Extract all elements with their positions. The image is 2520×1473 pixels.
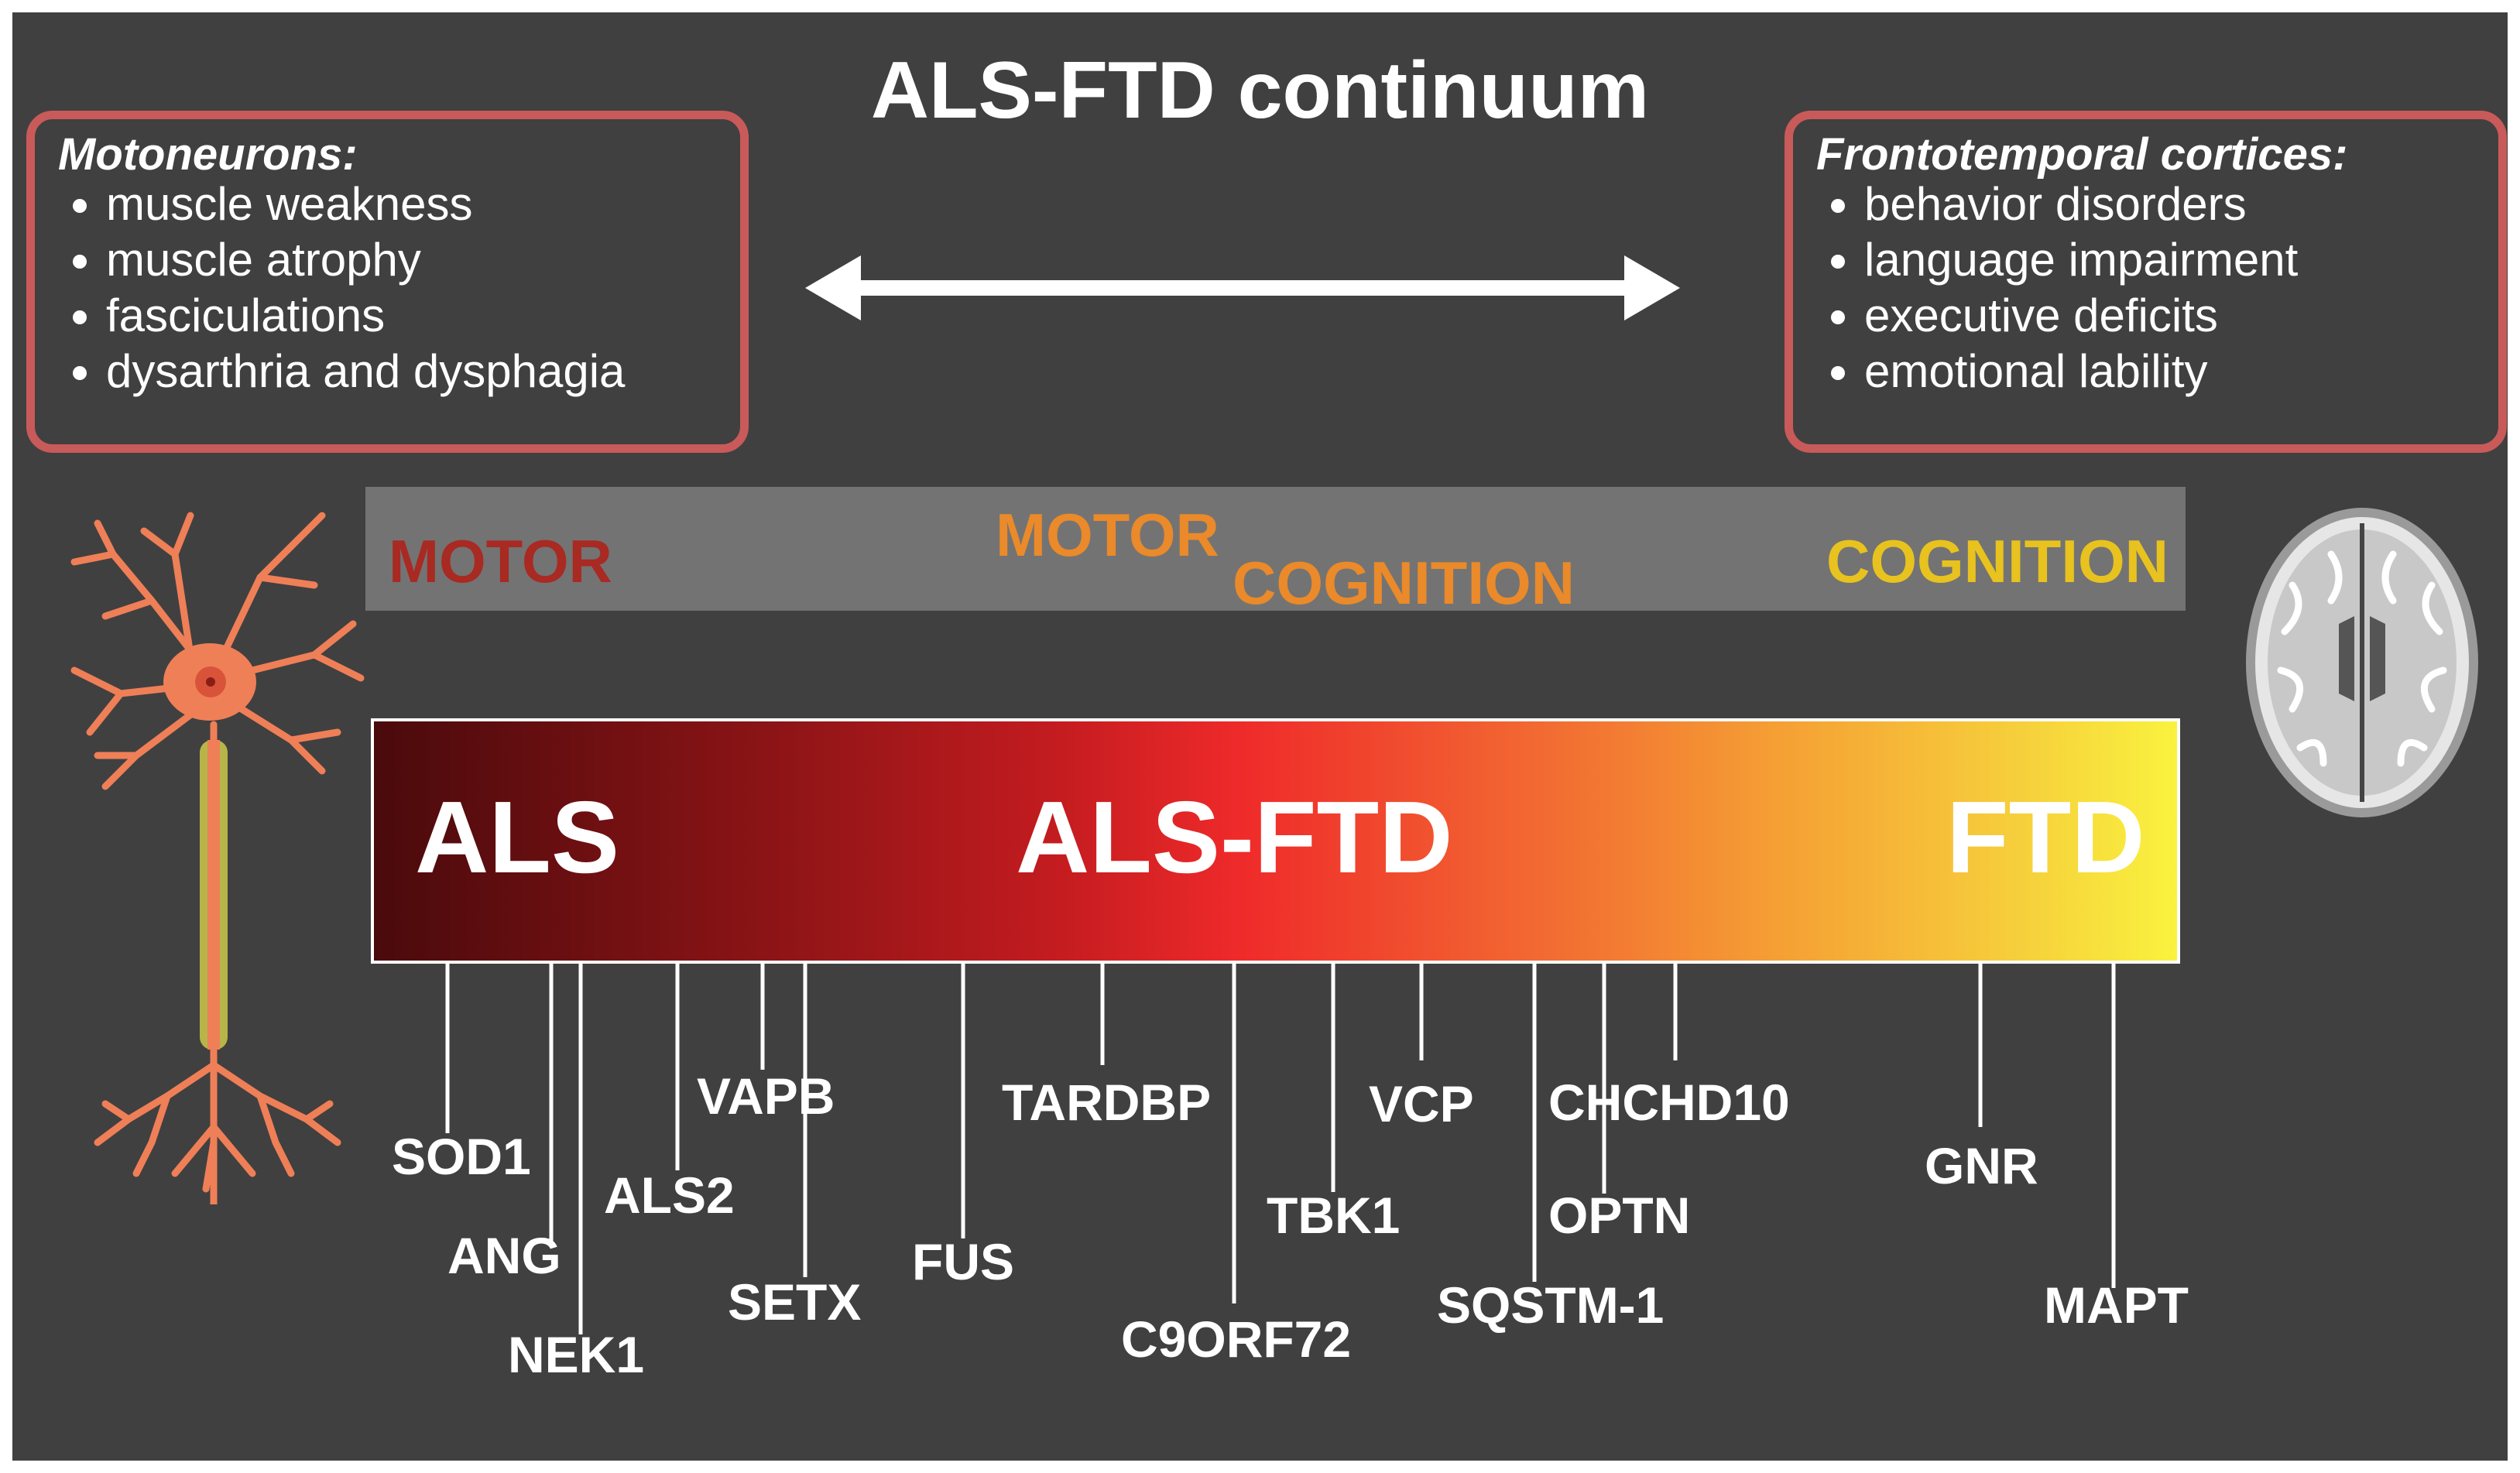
gene-label: ALS2 [604,1166,735,1224]
neuron-icon [70,512,365,1204]
list-item: fasciculations [106,288,625,344]
gene-label: SETX [728,1273,862,1331]
list-item: executive deficits [1864,288,2298,344]
list-item: muscle weakness [106,176,625,232]
motoneurons-box: Motoneurons: muscle weakness muscle atro… [26,111,749,453]
list-item: dysarthria and dysphagia [106,344,625,399]
list-item: language impairment [1864,232,2298,288]
gene-label: VCP [1369,1075,1474,1132]
frontotemporal-list: behavior disorders language impairment e… [1815,176,2298,399]
category-motor: MOTOR [389,527,612,595]
gene-label: NEK1 [508,1326,645,1383]
gene-label: SQSTM-1 [1437,1276,1665,1334]
gene-label: SOD1 [392,1128,531,1185]
category-motor-cognition-top: MOTOR [996,501,1219,569]
figure-panel: ALS-FTD continuum Motoneurons: muscle we… [12,12,2508,1461]
list-item: behavior disorders [1864,176,2298,232]
spectrum-label-ftd: FTD [1946,780,2145,894]
gene-label: CHCHD10 [1548,1074,1790,1131]
spectrum-label-als: ALS [415,780,619,894]
category-band [365,487,2186,611]
gene-label: MAPT [2044,1276,2189,1334]
brain-scan-icon [2246,508,2478,817]
gene-label: TBK1 [1267,1187,1401,1244]
figure-title: ALS-FTD continuum [870,46,1650,135]
gene-label: VAPB [697,1067,835,1125]
motoneurons-list: muscle weakness muscle atrophy fascicula… [57,176,625,399]
list-item: emotional lability [1864,344,2298,399]
spectrum-label-als-ftd: ALS-FTD [1016,780,1453,894]
list-item: muscle atrophy [106,232,625,288]
disease-spectrum-bar [371,718,2180,964]
gene-label: TARDBP [1002,1074,1212,1131]
frontotemporal-box: Frontotemporal cortices: behavior disord… [1785,111,2507,453]
gene-label: GNR [1925,1137,2038,1194]
gene-label: FUS [912,1233,1014,1290]
category-motor-cognition-bottom: COGNITION [1233,549,1575,617]
motoneurons-title: Motoneurons: [58,129,358,180]
gene-label: OPTN [1548,1187,1691,1244]
gene-label: C9ORF72 [1121,1310,1352,1368]
frontotemporal-title: Frontotemporal cortices: [1816,129,2348,180]
category-cognition: COGNITION [1826,527,2169,595]
gene-label: ANG [447,1227,561,1284]
